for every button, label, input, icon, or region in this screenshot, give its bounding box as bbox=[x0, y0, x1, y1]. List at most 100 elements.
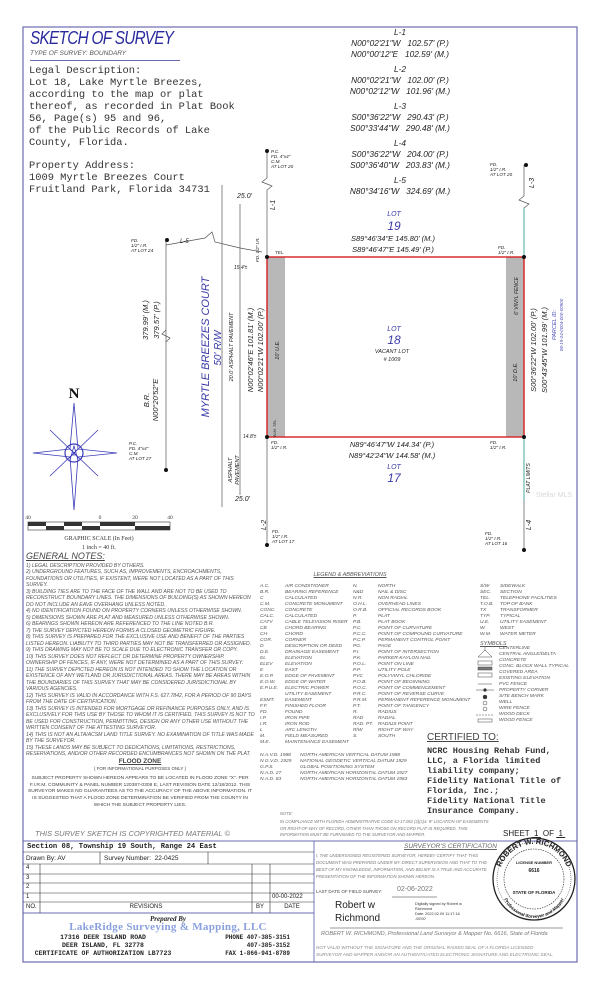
legend-desc: NORTH bbox=[378, 584, 396, 589]
legend-desc: FOUND bbox=[285, 710, 303, 715]
legend-abbr: RAD. PT. bbox=[353, 722, 374, 727]
legend-symbol-label: PROPERTY CORNER bbox=[499, 688, 549, 693]
street-right-of-way: 50' R/W bbox=[213, 329, 224, 366]
legend-abbr: E.P.U.E. bbox=[260, 686, 279, 691]
ir-lot24-line3: AT LOT 24 bbox=[130, 248, 154, 253]
field-date: 02-06-2022 bbox=[397, 886, 433, 893]
lot-address-number: # 1009 bbox=[384, 357, 401, 363]
legend-abbr: P.C.C. bbox=[353, 632, 367, 637]
legend-row: CONC.CONCRETE bbox=[260, 608, 349, 614]
company-address: 17316 DEER ISLAND ROAD DEER ISLAND, FL 3… bbox=[35, 934, 172, 958]
legend-symbol-label: SITE BENCH MARK bbox=[499, 694, 544, 699]
general-note: 7) THE SURVEY DEPICTED HEREON FORMS A CL… bbox=[26, 627, 216, 634]
sheet-of: OF bbox=[542, 829, 555, 838]
legend-abbr: E.O.P. bbox=[260, 674, 274, 679]
note-label: NOTE: bbox=[280, 811, 293, 816]
legend-abbr: TEL. bbox=[480, 596, 491, 601]
title-block-grid bbox=[23, 840, 577, 962]
legend-desc: OVERHEAD LINES bbox=[378, 602, 421, 607]
legend-row: F.F.FINISHED FLOOR bbox=[260, 704, 349, 710]
fax: FAX 1-866-941-8789 bbox=[225, 950, 290, 957]
scale-tick-40-left: 40 bbox=[25, 515, 31, 521]
lot-17-label: LOT bbox=[387, 464, 401, 471]
legend-desc: NORTH AMERICAN HORIZONTAL DATUM 1983 bbox=[300, 777, 408, 782]
asphalt-label: ASPHALT bbox=[228, 457, 234, 483]
ir-lot17-line2: 1/2" I.R. bbox=[272, 534, 288, 539]
legend-row: D.E.DRAINAGE EASEMENT bbox=[260, 650, 349, 656]
certified-party-line: Insurance Company. bbox=[427, 806, 520, 816]
legend-desc: SOUTH bbox=[378, 734, 396, 739]
surveyor-certification-title: SURVEYOR'S CERTIFICATION bbox=[404, 843, 497, 850]
pc-lot20-line3: C.M. bbox=[271, 159, 281, 164]
north-bearing-measured: S89°46'34"E 145.80' (M.) bbox=[351, 234, 435, 243]
legend-abbr: M. bbox=[260, 734, 266, 739]
flood-zone-subtitle: ( FOR INFORMATIONAL PURPOSES ONLY ) bbox=[93, 765, 187, 771]
legend-row: COR.CORNER bbox=[260, 638, 349, 644]
surveyor-seal bbox=[492, 837, 576, 921]
legend-desc: POINT ON LINE bbox=[378, 662, 414, 667]
legend-abbr: B.R. bbox=[260, 590, 270, 595]
legend-desc: IRON PIPE bbox=[285, 716, 310, 721]
vinyl-fence-label: 6' VINYL FENCE bbox=[514, 276, 520, 314]
bearing-reference-label: B.R. bbox=[142, 393, 151, 408]
line-label-l1: L-1 bbox=[270, 200, 277, 210]
pc-lot27-line4: AT LOT 27 bbox=[128, 456, 152, 461]
legend-abbr: TX bbox=[480, 608, 487, 613]
legend-symbol-icons bbox=[476, 646, 494, 723]
legend-abbr: P.I. bbox=[353, 650, 360, 655]
legend-desc: RADIAL bbox=[378, 716, 396, 721]
scale-tick-20: 20 bbox=[132, 515, 138, 521]
legend-abbr: CB bbox=[260, 626, 267, 631]
scale-ratio: 1 inch = 40 ft. bbox=[82, 544, 116, 551]
tel-label: TEL. bbox=[275, 250, 285, 255]
legend-desc: POLYVINYL CHLORIDE bbox=[378, 674, 432, 679]
vacant-lot-label: VACANT LOT bbox=[375, 349, 410, 355]
ir-lot24-line2: 1/2" I.R. bbox=[131, 243, 147, 248]
south-bearing-measured: N89°42'24"W 144.58' (M.) bbox=[349, 451, 436, 460]
survey-number-label: Survey Number: bbox=[104, 855, 151, 862]
line-label-l3: L-3 bbox=[529, 178, 536, 188]
line-table-row: S00°36'22"W 290.43' (P.) bbox=[351, 112, 449, 122]
legend-row: M.E.MAINTENANCE EASEMENT bbox=[260, 740, 349, 746]
line-label-l5: L-5 bbox=[180, 239, 189, 245]
legend-symbol-label: CENTERLINE bbox=[499, 646, 530, 651]
digital-signature-details: Digitally signed by Robert w Richmond Da… bbox=[415, 902, 462, 922]
revision-number: 4 bbox=[26, 865, 30, 871]
legend-desc: SECTION bbox=[500, 590, 522, 595]
parcel-id-label: PARCEL ID: bbox=[552, 310, 558, 341]
survey-number-value: 22-0425 bbox=[154, 855, 179, 862]
legend-abbr: I.R. bbox=[260, 722, 268, 727]
east-bearing-measured: S00°43'45"W 101.99' (M.) bbox=[540, 306, 549, 393]
legend-row: W.M.WATER METER bbox=[480, 632, 557, 638]
legend-row: S.SOUTH bbox=[353, 734, 470, 740]
legend-abbr: CH bbox=[260, 632, 268, 637]
legend-desc: NON RADIAL bbox=[378, 596, 408, 601]
legend-desc: POINT OF CURVATURE bbox=[378, 626, 433, 631]
legend-abbr: COR. bbox=[260, 638, 273, 643]
legend-row: E.P.U.E.ELECTRIC POWER bbox=[260, 686, 349, 692]
ir-se-line1: FD. bbox=[490, 440, 497, 445]
lot-19-number: 19 bbox=[387, 219, 401, 233]
legend-desc: UTILITY EASEMENT bbox=[285, 692, 332, 697]
legend-row: O.R.B.OFFICIAL RECORDS BOOK bbox=[353, 608, 470, 614]
street-name: MYRTLE BREEZES COURT bbox=[200, 275, 212, 417]
legend-row: P.C.POINT OF CURVATURE bbox=[353, 626, 470, 632]
legend-row: P.R.C.POINT OF REVERSE CURVE bbox=[353, 692, 470, 698]
line-table-row: S00°36'22"W 204.00' (P.) bbox=[351, 149, 449, 159]
digital-sig-line: Date: 2022.02.09 11:17:16 bbox=[415, 912, 460, 916]
legend-abbr: O.R.B. bbox=[353, 608, 368, 613]
legend-symbol-label: WOOD DECK bbox=[499, 712, 530, 717]
legend-desc: ARC LENGTH bbox=[285, 728, 317, 733]
legal-line: according to the map or plat bbox=[29, 89, 204, 101]
legend-desc: POINT OF COMPOUND CURVATURE bbox=[378, 632, 463, 637]
sheet-total: 1 bbox=[558, 829, 563, 838]
legend-symbol-label: EXISTING ELEVATION bbox=[499, 676, 551, 681]
legend-abbr: R/W bbox=[353, 728, 363, 733]
legend-desc: BEARING REFERENCE bbox=[285, 590, 339, 595]
